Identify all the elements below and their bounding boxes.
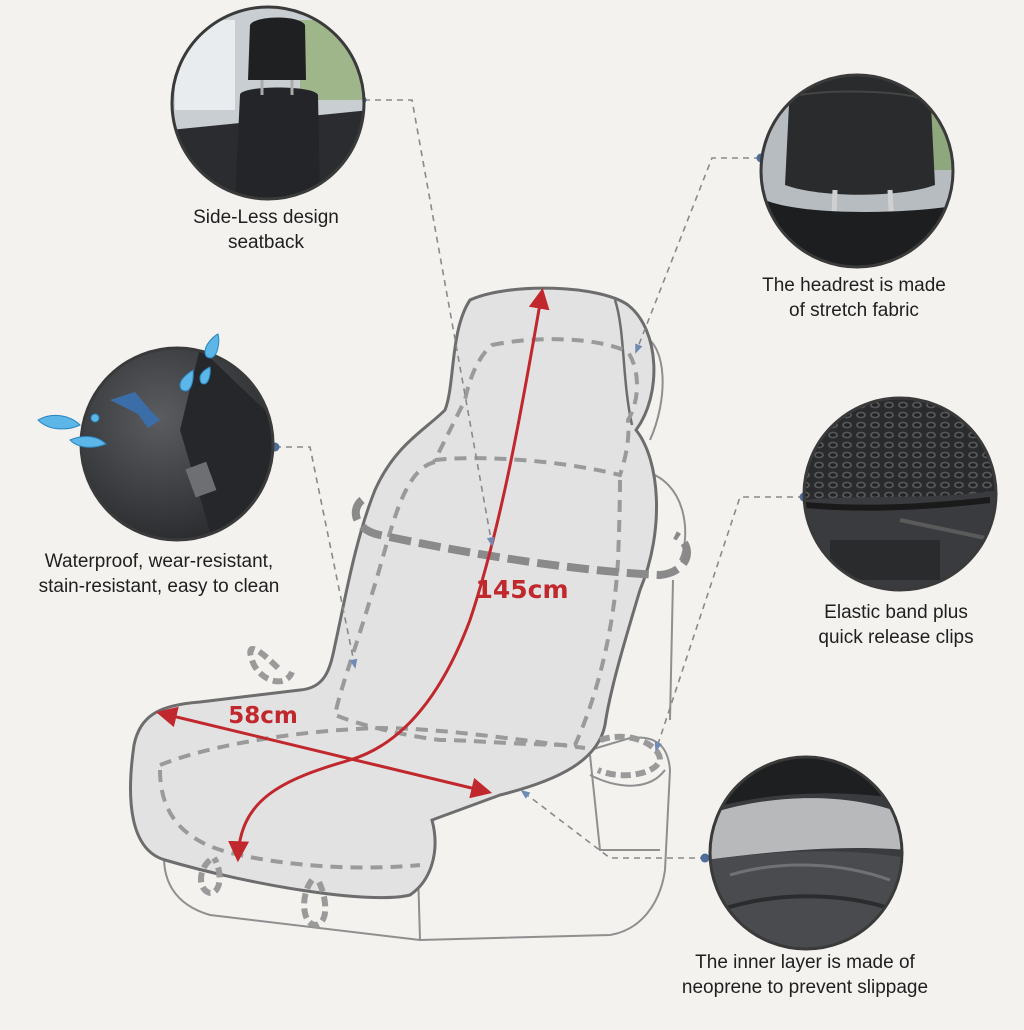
car-interior-seatback-photo-icon [170, 5, 366, 201]
caption-waterproof: Waterproof, wear-resistant, stain-resist… [38, 551, 280, 597]
mesh-elastic-band-photo-icon [802, 396, 998, 592]
water-drops-icon [37, 333, 220, 448]
width-dimension-arrow [155, 706, 493, 799]
height-dimension-label: 145cm [475, 575, 568, 604]
headrest-photo-icon [759, 73, 955, 269]
leader-lines [275, 99, 804, 859]
caption-elastic-band-clips: Elastic band plus quick release clips [818, 602, 974, 648]
headrest-seam [613, 299, 634, 426]
water-splash-fabric-photo-icon [79, 346, 275, 542]
width-dimension-label: 58cm [228, 703, 298, 729]
caption-neoprene-inner-layer: The inner layer is made of neoprene to p… [681, 952, 929, 998]
caption-headrest-stretch-fabric: The headrest is made of stretch fabric [762, 275, 946, 321]
caption-side-less-design: Side-Less design seatback [193, 207, 339, 253]
neoprene-layer-photo-icon [708, 755, 904, 951]
